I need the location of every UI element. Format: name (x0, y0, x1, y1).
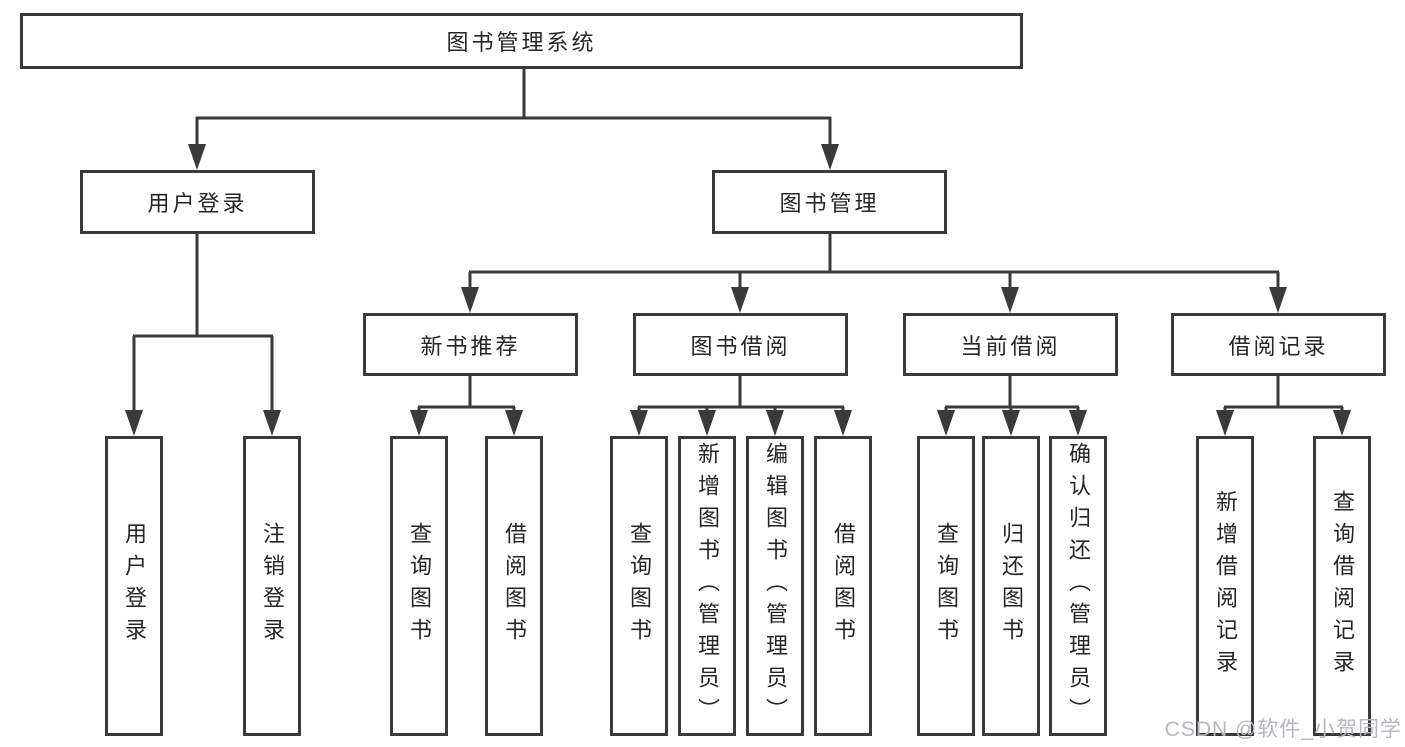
connector-elbows (132, 69, 1344, 418)
leaf-recommend-query-book: 查询图书 (390, 436, 448, 736)
leaf-current-return-book: 归还图书 (982, 436, 1040, 736)
node-borrowing-records: 借阅记录 (1171, 313, 1386, 376)
leaf-records-add-record: 新增借阅记录 (1196, 436, 1254, 736)
csdn-watermark: CSDN @软件_小贺同学 (1164, 718, 1402, 741)
node-book-borrowing: 图书借阅 (633, 313, 848, 376)
leaf-current-query-book: 查询图书 (917, 436, 975, 736)
leaf-user-login: 用户登录 (105, 436, 163, 736)
leaf-borrow-borrow-book: 借阅图书 (814, 436, 872, 736)
arrowheads (125, 144, 1351, 436)
node-new-book-recommendation: 新书推荐 (363, 313, 578, 376)
leaf-current-confirm-return-admin: 确认归还（管理员） (1049, 436, 1107, 736)
leaf-records-query-record: 查询借阅记录 (1313, 436, 1371, 736)
leaf-logout: 注销登录 (243, 436, 301, 736)
node-library-system: 图书管理系统 (20, 13, 1023, 69)
leaf-borrow-query-book: 查询图书 (610, 436, 668, 736)
leaf-borrow-add-book-admin: 新增图书（管理员） (678, 436, 736, 736)
leaf-borrow-edit-book-admin: 编辑图书（管理员） (746, 436, 804, 736)
leaf-recommend-borrow-book: 借阅图书 (485, 436, 543, 736)
node-book-management: 图书管理 (712, 170, 947, 234)
node-user-login: 用户登录 (80, 170, 315, 234)
node-current-borrowing: 当前借阅 (903, 313, 1118, 376)
